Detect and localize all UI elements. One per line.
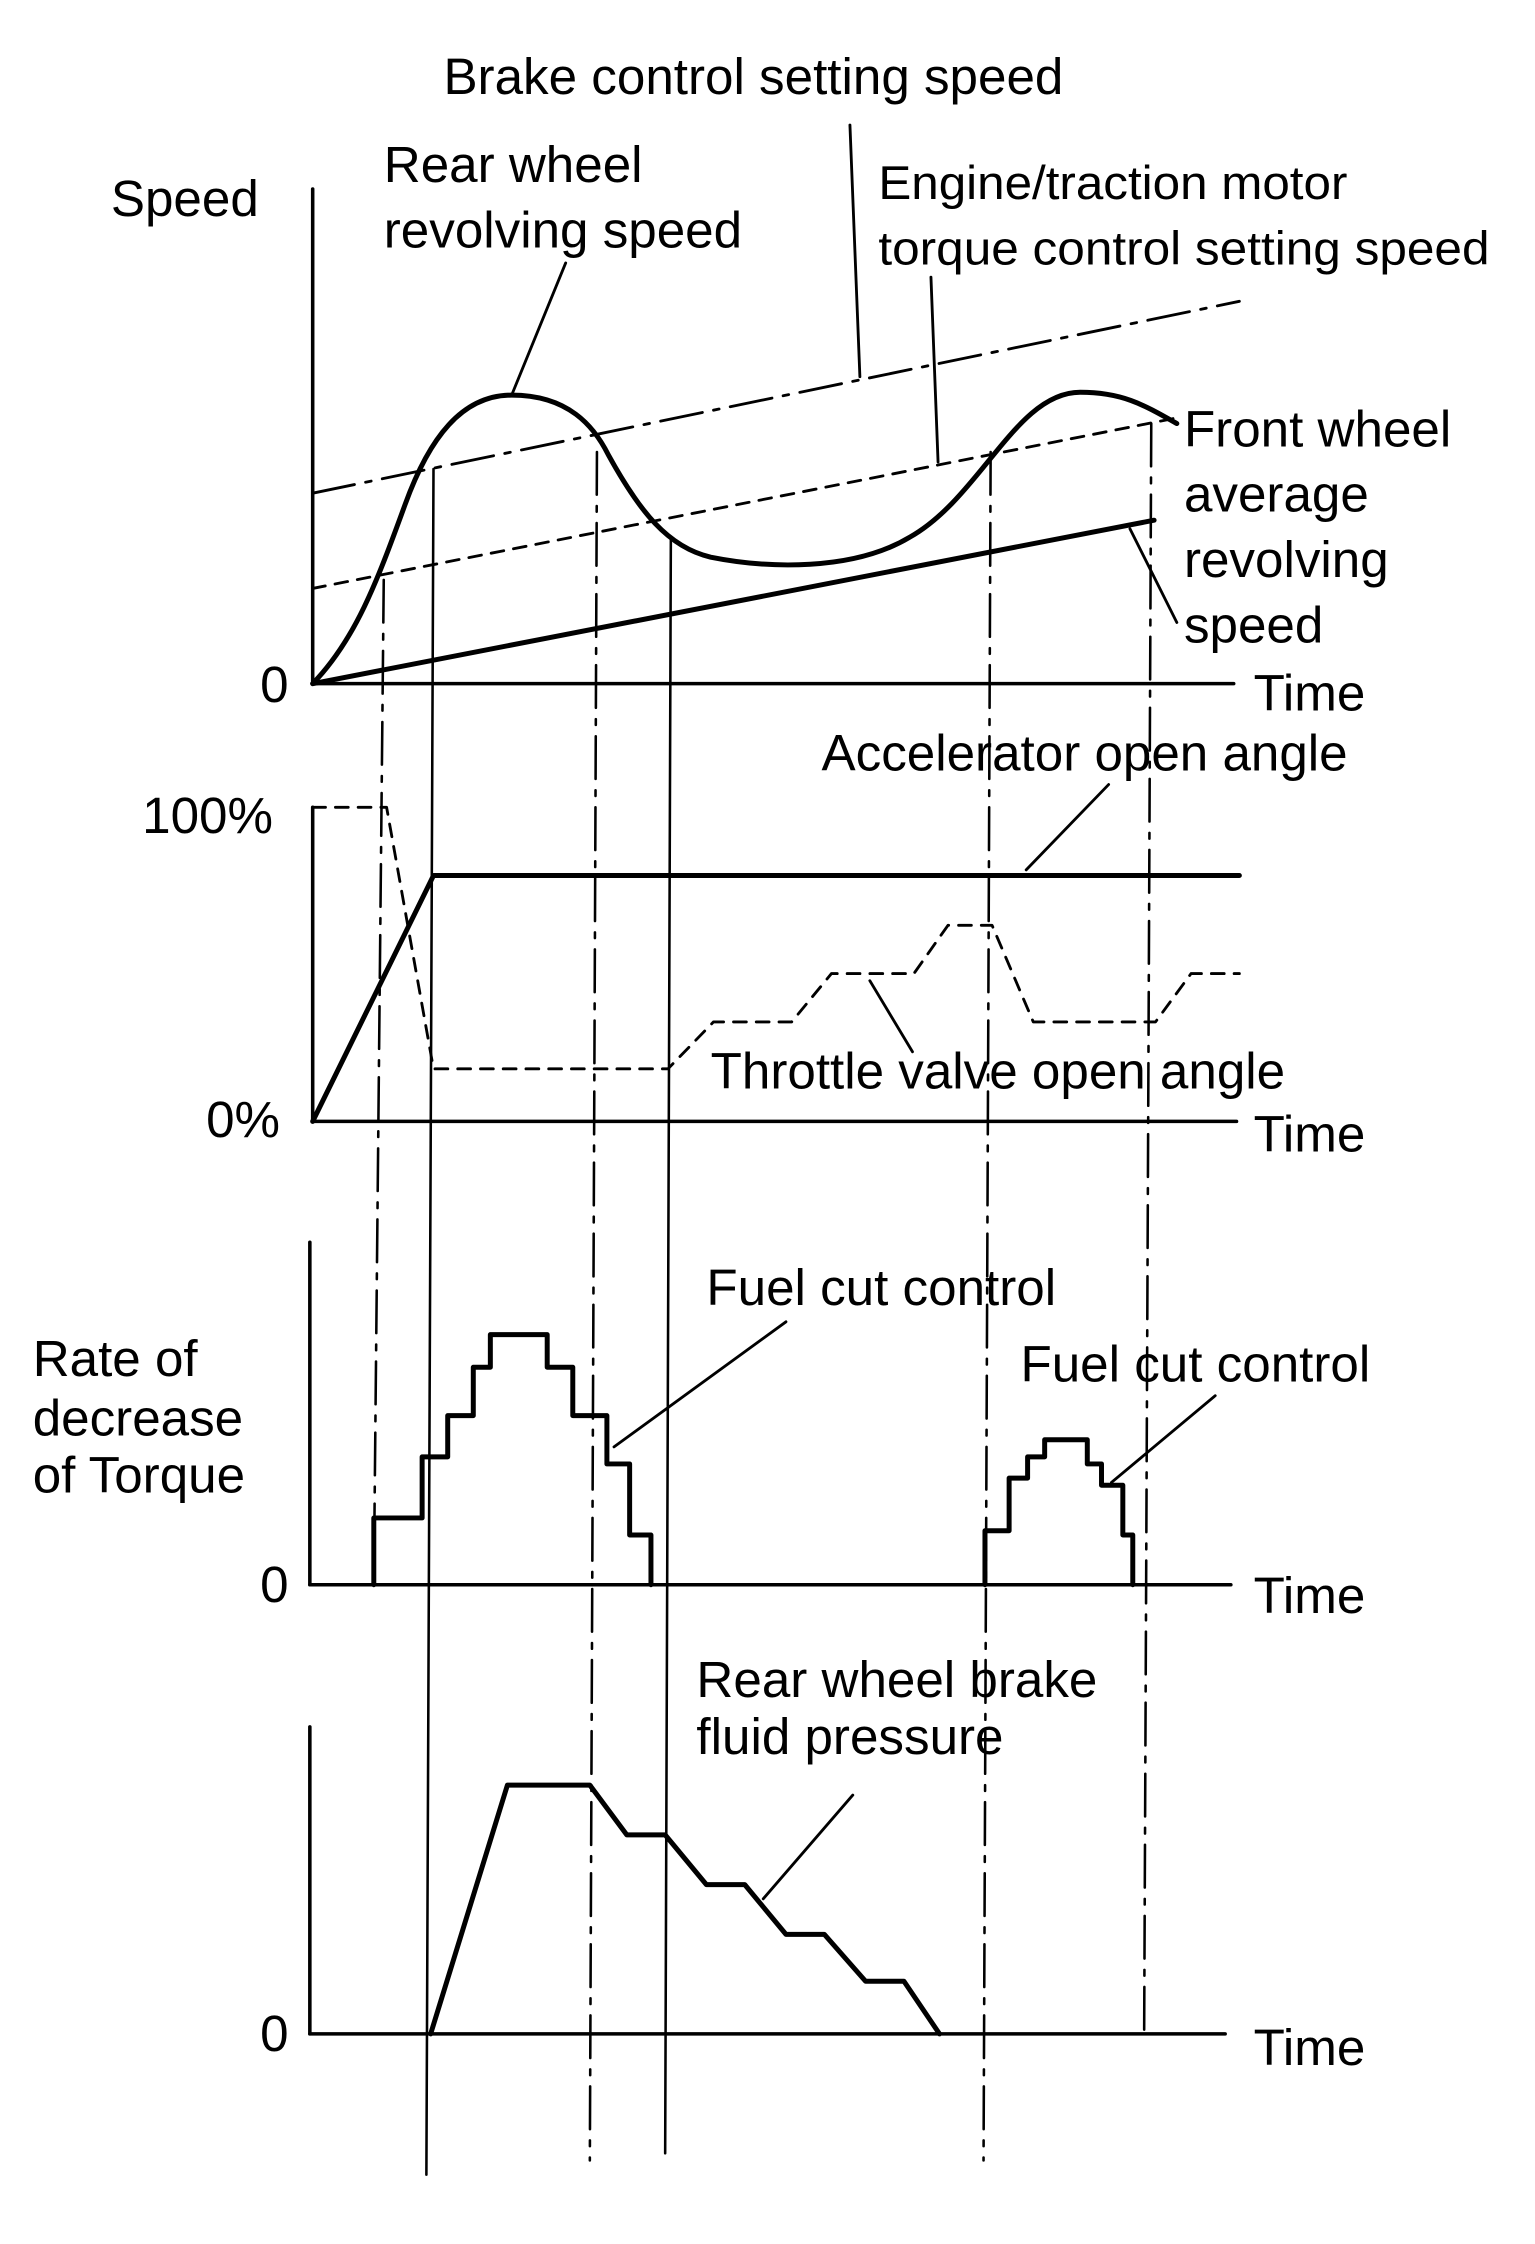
fuel-cut-label-1: Fuel cut control [706, 1259, 1056, 1316]
accelerator-leader [1024, 783, 1111, 872]
front-wheel-label-line3: revolving [1184, 531, 1389, 588]
fuel-cut-leader-1 [612, 1320, 788, 1449]
throttle-leader [868, 979, 914, 1054]
fuel-cut-leader-2 [1110, 1394, 1217, 1484]
rear-wheel-label-line2: revolving speed [384, 201, 742, 258]
brake-fluid-label-line2: fluid pressure [696, 1708, 1003, 1765]
accelerator-angle-line [310, 873, 1242, 1124]
brake-zero-label: 0 [260, 2005, 288, 2062]
timing-marker-5 [982, 450, 992, 2162]
rate-label-line1: Rate of [33, 1330, 199, 1387]
rear-wheel-label-line1: Rear wheel [384, 136, 643, 193]
rear-wheel-leader [510, 261, 568, 397]
timing-markers [372, 422, 1153, 2176]
front-wheel-label-line4: speed [1184, 596, 1323, 653]
brake-setting-leader [848, 123, 862, 379]
torque-time-label: Time [1254, 1567, 1366, 1624]
rate-label-line3: of Torque [33, 1446, 245, 1503]
brake-pressure-leader [761, 1793, 855, 1901]
speed-zero-label: 0 [260, 656, 288, 713]
pct-100-label: 100% [142, 787, 273, 844]
brake-pressure-panel: Rear wheel brake fluid pressure 0 Time [260, 1651, 1365, 2076]
timing-marker-2 [425, 467, 435, 2176]
speed-panel: Brake control setting speed Rear wheel r… [111, 48, 1490, 722]
brake-pressure-line [428, 1782, 942, 2037]
brake-setting-label: Brake control setting speed [443, 48, 1063, 105]
brake-setting-line [311, 299, 1241, 495]
angle-panel: Accelerator open angle 100% 0% Throttle … [142, 724, 1365, 1162]
fuel-cut-steps-2 [982, 1437, 1136, 1588]
speed-time-label: Time [1254, 665, 1366, 722]
timing-marker-6 [1142, 422, 1153, 2036]
angle-time-label: Time [1254, 1105, 1366, 1162]
fuel-cut-steps-1 [371, 1332, 654, 1588]
pct-0-label: 0% [206, 1091, 280, 1148]
rear-wheel-speed-curve [310, 389, 1180, 687]
rate-label-line2: decrease [33, 1390, 243, 1447]
engine-setting-label-line2: torque control setting speed [878, 222, 1489, 274]
engine-setting-label-line1: Engine/traction motor [878, 157, 1347, 209]
torque-zero-label: 0 [260, 1556, 288, 1613]
torque-setting-leader [929, 275, 940, 464]
brake-time-label: Time [1254, 2019, 1366, 2076]
throttle-label: Throttle valve open angle [711, 1043, 1285, 1100]
front-wheel-speed-line [310, 517, 1157, 687]
fuel-cut-label-2: Fuel cut control [1020, 1336, 1370, 1393]
torque-panel: Fuel cut control Fuel cut control Rate o… [33, 1240, 1370, 1624]
timing-marker-4 [663, 535, 673, 2155]
timing-marker-1 [372, 578, 386, 1587]
accelerator-label: Accelerator open angle [822, 724, 1348, 781]
torque-setting-line [311, 416, 1179, 590]
front-wheel-label-line2: average [1184, 466, 1369, 523]
front-wheel-label-line1: Front wheel [1184, 400, 1451, 457]
speed-axis-label: Speed [111, 170, 259, 227]
front-wheel-leader [1128, 527, 1179, 624]
timing-marker-3 [588, 450, 599, 2162]
throttle-angle-line [311, 805, 1241, 1071]
brake-fluid-label-line1: Rear wheel brake [696, 1651, 1097, 1708]
